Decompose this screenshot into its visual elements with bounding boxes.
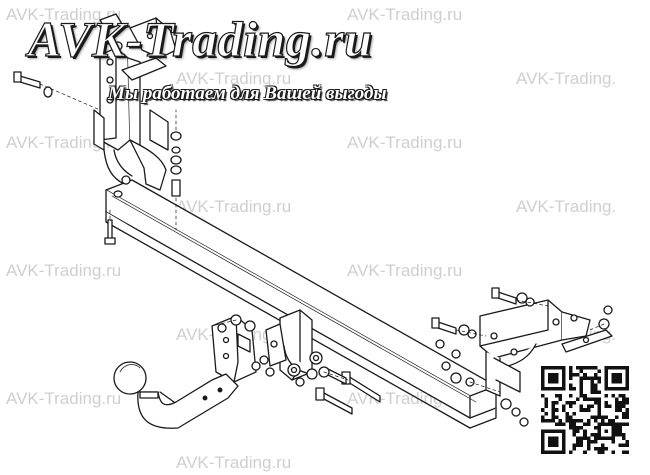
fasteners: [13, 35, 613, 427]
watermark-text: AVK-Trading.ru: [347, 133, 463, 152]
watermark-text: AVK-Trading.ru: [6, 133, 122, 152]
qr-code: [541, 366, 629, 454]
watermark-text: AVK-Trading.ru: [347, 5, 463, 24]
socket-bracket: [265, 309, 323, 381]
watermark-text: AVK-Trading.ru: [6, 389, 122, 408]
watermark-text: AVK-Trading.: [516, 69, 617, 88]
watermark-text: AVK-Trading.ru: [6, 261, 122, 280]
main-crossbar: [105, 179, 497, 429]
watermark-text: AVK-Trading.ru: [6, 5, 122, 24]
watermark-text: AVK-Trading.: [516, 197, 617, 216]
brand-logo: AVK-Trading.ru: [27, 11, 373, 67]
watermark-text: AVK-Trading.ru: [176, 197, 292, 216]
assembly-guide-lines: [39, 83, 605, 393]
left-mounting-bracket: [93, 47, 169, 191]
upper-bracket: [99, 13, 177, 81]
watermark-text: AVK-Trading.ru: [176, 69, 292, 88]
right-mounting-bracket: [479, 299, 613, 397]
brand-slogan: Мы работаем для Вашей выгоды: [108, 83, 387, 104]
watermark-text: AVK-Trading.ru: [347, 261, 463, 280]
tow-ball-hook: [113, 315, 257, 429]
watermark-text: AVK-Trading.ru: [176, 453, 292, 472]
